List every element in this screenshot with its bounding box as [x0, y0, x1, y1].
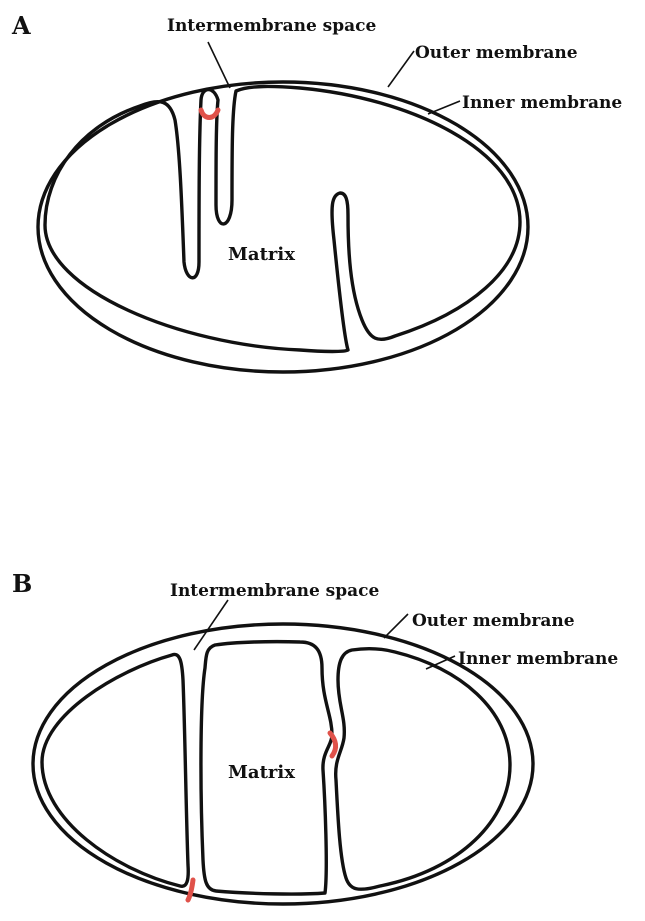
panel-b: B Intermembrane space Outer membrane Inn… — [12, 569, 618, 904]
inner-membrane-b-left — [42, 654, 188, 886]
panel-letter-b: B — [12, 569, 32, 598]
contact-site-a — [201, 110, 218, 118]
intermembrane-label-b: Intermembrane space — [170, 581, 380, 601]
inner-membrane-label-b: Inner membrane — [458, 649, 618, 669]
leader-inner-a — [428, 101, 460, 114]
matrix-label-b: Matrix — [228, 762, 295, 783]
panel-letter-a: A — [11, 11, 31, 40]
outer-membrane-label-a: Outer membrane — [415, 43, 578, 63]
leader-outer-b — [384, 614, 408, 638]
inner-membrane-b-right — [336, 649, 510, 890]
inner-membrane-label-a: Inner membrane — [462, 93, 622, 113]
panel-a: A Intermembrane space Outer membrane Inn… — [11, 11, 622, 372]
outer-membrane-label-b: Outer membrane — [412, 611, 575, 631]
matrix-label-a: Matrix — [228, 244, 295, 265]
inner-membrane-a — [45, 86, 520, 351]
outer-membrane-a — [38, 82, 528, 372]
intermembrane-label-a: Intermembrane space — [167, 16, 377, 36]
leader-outer-a — [388, 51, 414, 87]
contact-site-b-lower — [188, 880, 193, 900]
leader-intermembrane-a — [208, 42, 230, 88]
